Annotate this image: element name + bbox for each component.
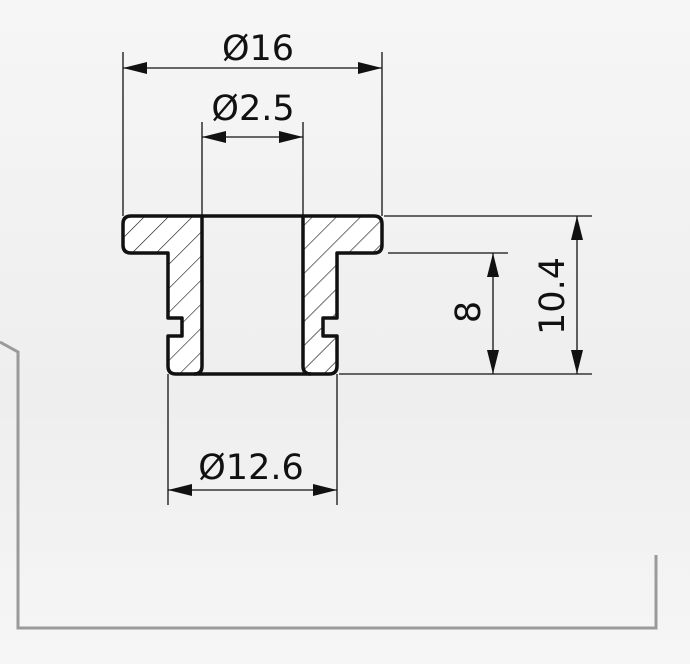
section-left-wall: [121, 214, 204, 376]
total-height-label: 10.4: [533, 257, 573, 335]
flange-diameter-label: Ø16: [222, 29, 294, 69]
section-right-wall: [301, 214, 384, 376]
body-height-label: 8: [449, 301, 489, 323]
body-diameter-label: Ø12.6: [198, 448, 303, 488]
bore-diameter-label: Ø2.5: [211, 89, 294, 129]
sheet-frame: [0, 340, 658, 630]
extension-lines: [122, 52, 592, 505]
